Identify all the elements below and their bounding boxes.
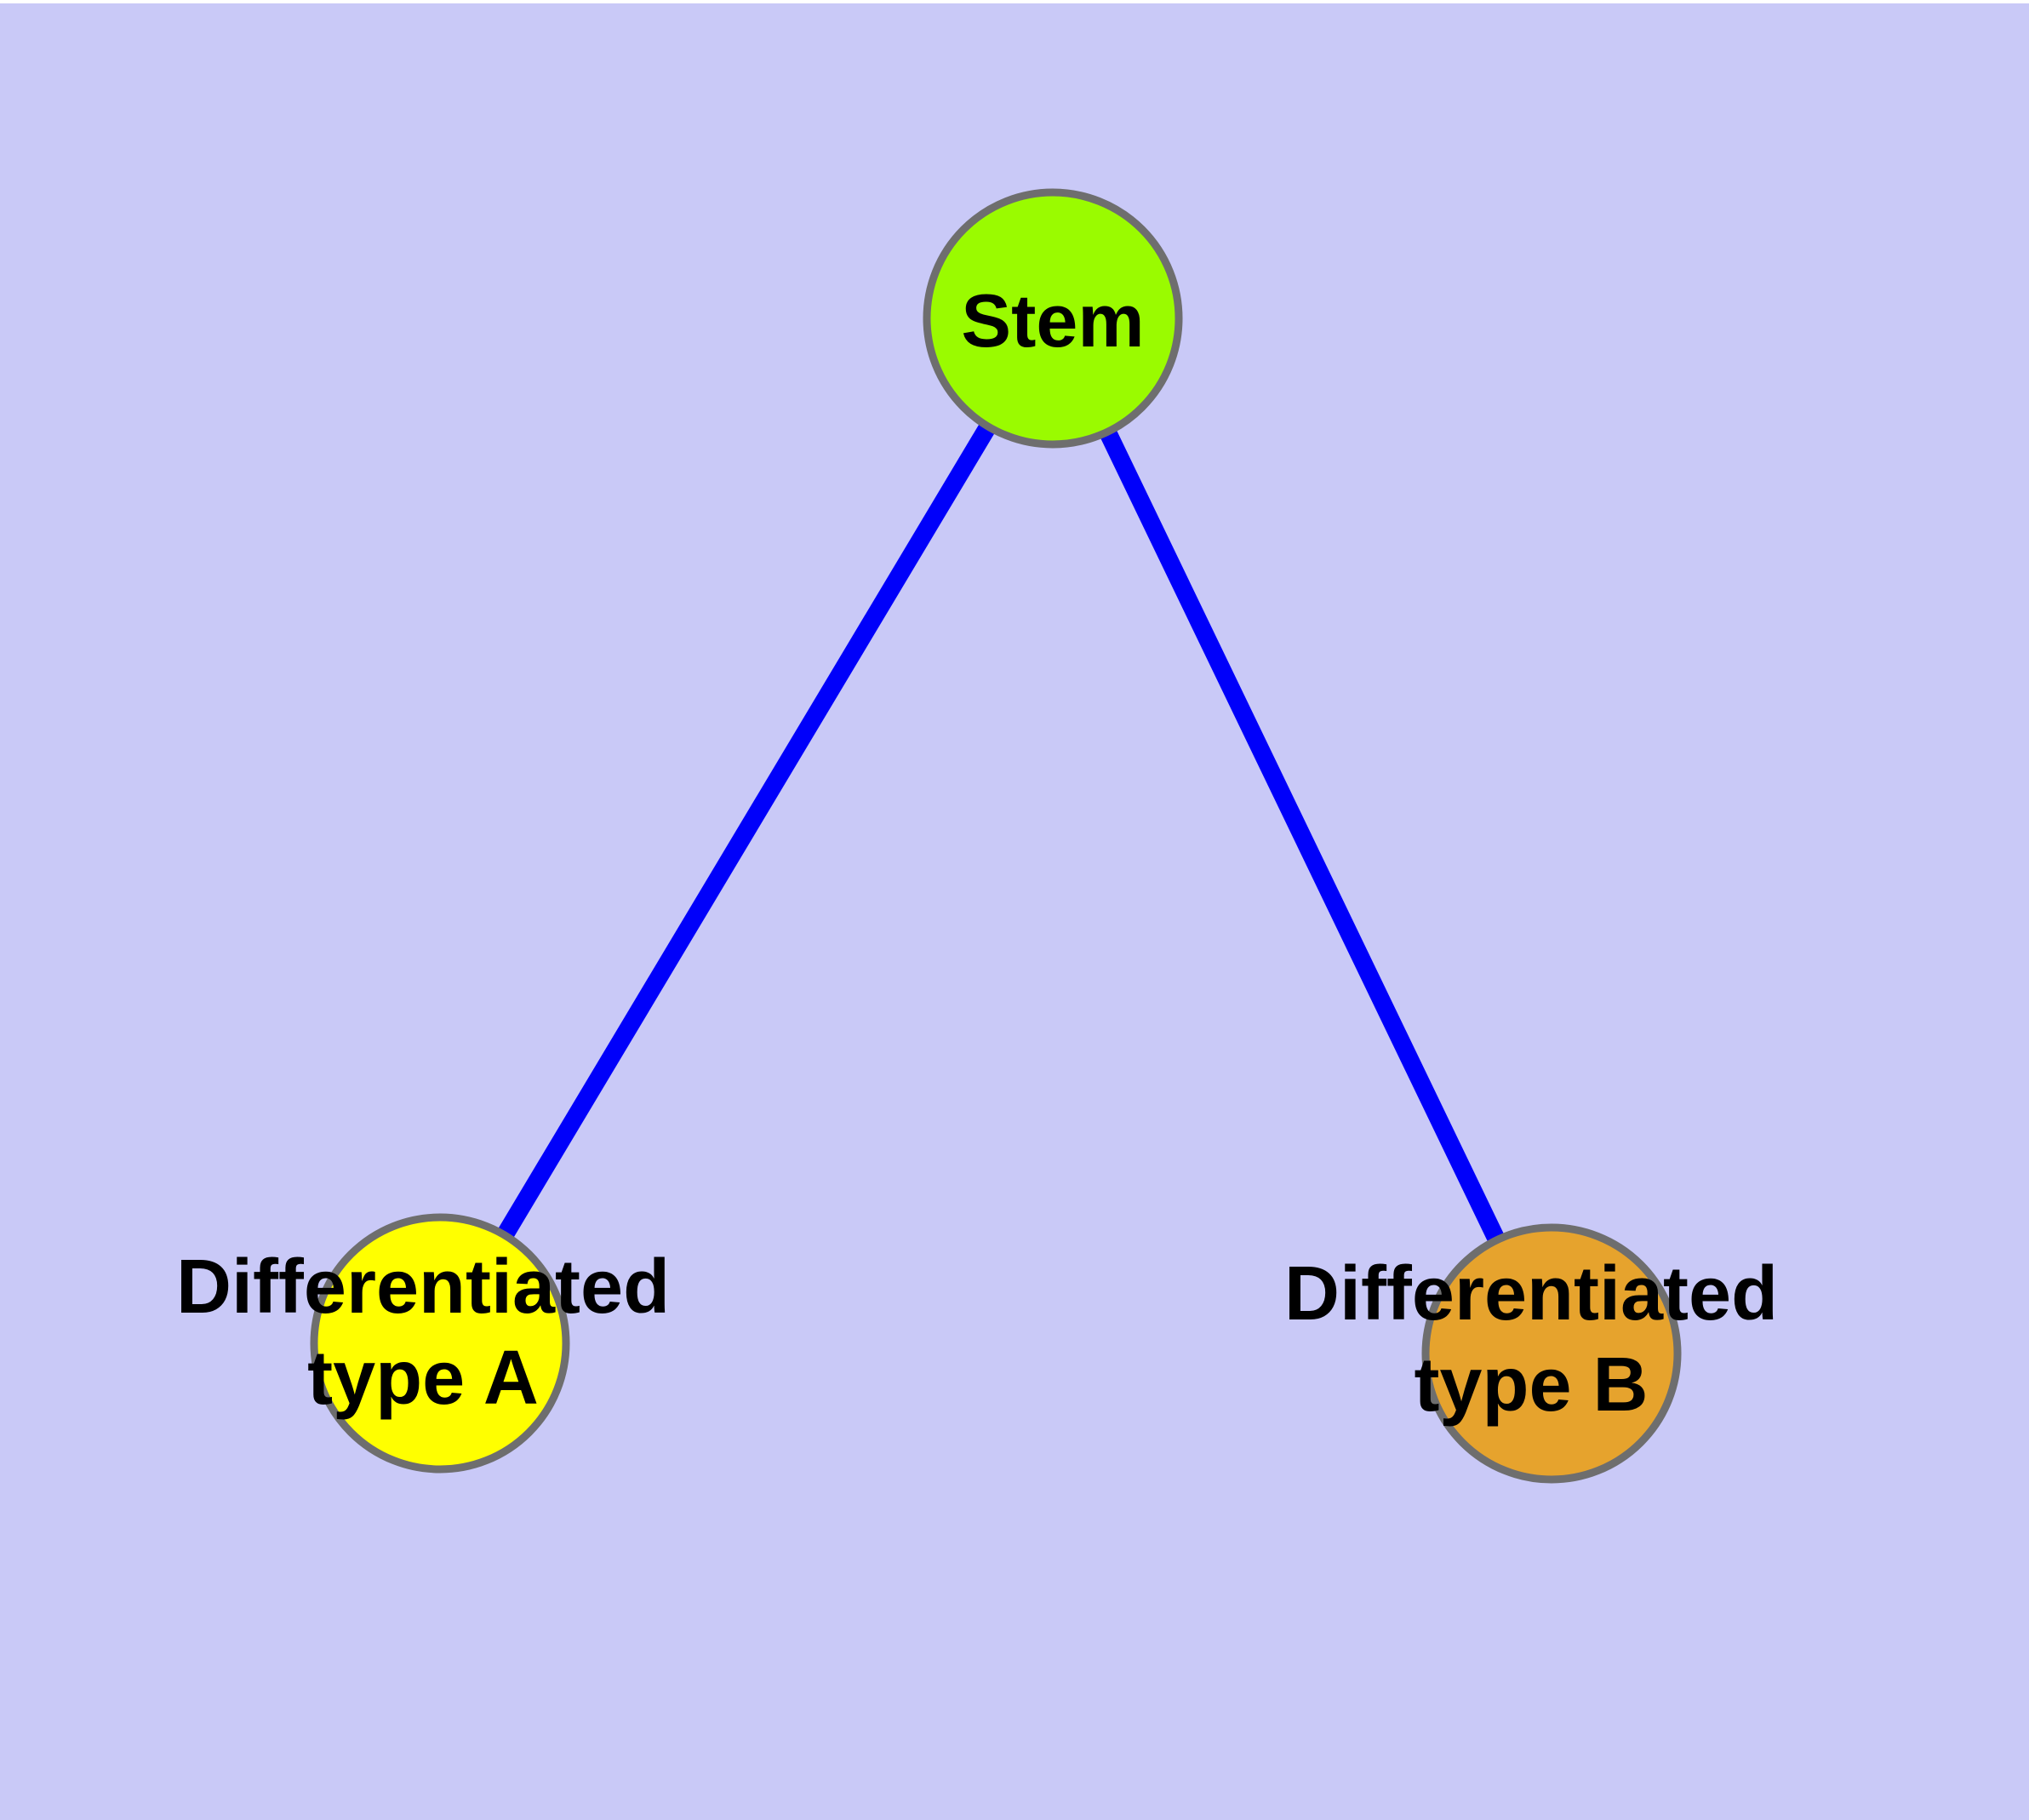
- node-circle-type-a: [310, 1213, 570, 1474]
- node-circle-stem: [923, 188, 1183, 449]
- node-label-stem: Stem: [961, 280, 1144, 362]
- type-a-label-line2: type A: [307, 1336, 539, 1421]
- node-label-differentiated-type-a: Differentiated type A: [176, 1242, 670, 1424]
- stem-label-text: Stem: [961, 278, 1145, 363]
- edge-stem-type-a: [432, 313, 1061, 1348]
- top-margin-strip: [0, 0, 2029, 3]
- node-circle-type-b: [1421, 1223, 1682, 1484]
- type-a-label-line1: Differentiated: [175, 1245, 671, 1330]
- type-b-label-line2: type B: [1414, 1342, 1649, 1428]
- node-label-differentiated-type-b: Differentiated type B: [1284, 1249, 1778, 1431]
- type-b-label-line1: Differentiated: [1283, 1251, 1779, 1336]
- edge-stem-type-b: [1044, 314, 1560, 1358]
